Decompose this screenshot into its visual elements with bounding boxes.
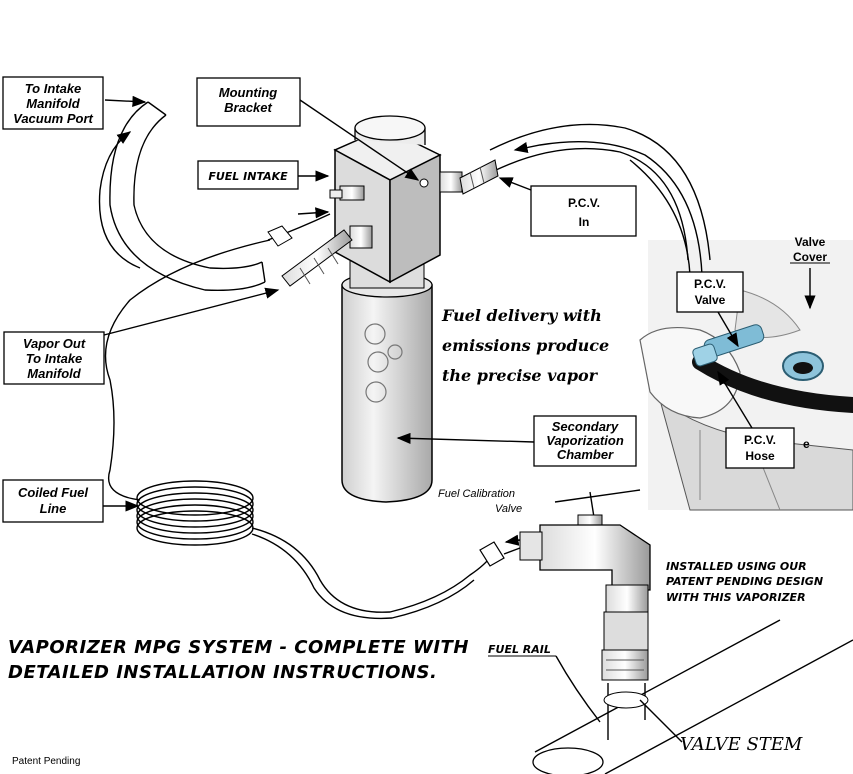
label-pcv-in: P.C.V. In	[530, 185, 637, 237]
svg-text:FUEL RAIL: FUEL RAIL	[488, 643, 551, 656]
intake-hose	[109, 101, 266, 292]
svg-text:WITH THIS VAPORIZER: WITH THIS VAPORIZER	[666, 591, 806, 604]
svg-text:Manifold: Manifold	[26, 96, 80, 111]
svg-text:Bracket: Bracket	[224, 100, 272, 115]
swirl-marks	[364, 323, 403, 403]
page-title: VAPORIZER MPG SYSTEM - COMPLETE WITH DET…	[8, 637, 469, 683]
svg-text:Fuel delivery with: Fuel delivery with	[441, 306, 602, 325]
pcv-hose-shape	[692, 354, 853, 413]
svg-text:Valve: Valve	[695, 293, 726, 307]
svg-text:Line: Line	[40, 501, 67, 516]
svg-text:Vapor Out: Vapor Out	[23, 336, 86, 351]
svg-text:Mounting: Mounting	[219, 85, 278, 100]
svg-text:Manifold: Manifold	[27, 366, 81, 381]
svg-text:Valve: Valve	[495, 503, 522, 515]
note-installed: INSTALLED USING OUR PATENT PENDING DESIG…	[666, 560, 823, 604]
svg-text:To Intake: To Intake	[26, 351, 83, 366]
svg-text:Vaporization: Vaporization	[546, 433, 624, 448]
svg-text:Hose: Hose	[745, 449, 775, 463]
svg-text:VALVE STEM: VALVE STEM	[680, 734, 803, 755]
pcv-in-fitting	[439, 159, 499, 195]
svg-text:P.C.V.: P.C.V.	[694, 277, 726, 291]
label-intake-manifold: To Intake Manifold Vacuum Port	[2, 76, 104, 130]
label-fuel-rail: FUEL RAIL	[488, 643, 556, 657]
coiled-fuel-line	[136, 480, 254, 546]
label-fuel-calibration-valve: Fuel Calibration Valve	[438, 488, 522, 515]
engine-photo	[639, 240, 853, 511]
svg-text:the precise vapor: the precise vapor	[442, 366, 599, 385]
label-mounting-bracket: Mounting Bracket	[196, 77, 301, 127]
svg-text:e: e	[803, 437, 810, 451]
label-fuel-intake: FUEL INTAKE	[197, 160, 299, 190]
svg-text:Fuel Calibration: Fuel Calibration	[438, 488, 515, 500]
svg-text:DETAILED INSTALLATION INSTRUC: DETAILED INSTALLATION INSTRUCTIONS.	[8, 662, 437, 683]
calibration-valve-assembly	[479, 489, 651, 681]
svg-text:Patent Pending: Patent Pending	[12, 756, 80, 767]
label-vapor-out: Vapor Out To Intake Manifold	[3, 331, 105, 385]
svg-text:VAPORIZER MPG SYSTEM - COMPL: VAPORIZER MPG SYSTEM - COMPLETE WITH	[8, 637, 469, 658]
label-coiled-fuel-line: Coiled Fuel Line	[2, 479, 104, 523]
svg-text:Secondary: Secondary	[552, 419, 619, 434]
label-pcv-valve: P.C.V. Valve	[676, 271, 744, 313]
svg-text:emissions produce: emissions produce	[442, 336, 609, 355]
svg-text:INSTALLED USING OUR: INSTALLED USING OUR	[666, 560, 807, 573]
svg-text:In: In	[579, 215, 590, 229]
pcv-in-hose	[489, 123, 711, 261]
svg-text:Vacuum Port: Vacuum Port	[13, 111, 93, 126]
svg-text:To Intake: To Intake	[25, 81, 82, 96]
vapor-out-fitting	[281, 225, 373, 287]
label-pcv-hose: P.C.V. Hose e	[725, 427, 810, 469]
label-valve-stem: VALVE STEM	[680, 734, 803, 755]
svg-text:PATENT PENDING DESIGN: PATENT PENDING DESIGN	[666, 575, 823, 588]
label-valve-cover: Valve Cover	[790, 235, 830, 264]
svg-text:P.C.V.: P.C.V.	[744, 433, 776, 447]
svg-text:Coiled Fuel: Coiled Fuel	[18, 485, 88, 500]
svg-text:Chamber: Chamber	[557, 447, 614, 462]
svg-text:Cover: Cover	[793, 250, 827, 264]
svg-text:Valve: Valve	[795, 235, 826, 249]
svg-text:FUEL INTAKE: FUEL INTAKE	[208, 170, 288, 183]
note-fuel-delivery: Fuel delivery with emissions produce the…	[441, 306, 609, 385]
svg-text:P.C.V.: P.C.V.	[568, 196, 600, 210]
fuel-line-nut-top	[267, 225, 293, 247]
fuel-rail-shape	[532, 619, 853, 774]
label-secondary-chamber: Secondary Vaporization Chamber	[533, 415, 637, 467]
patent-pending: Patent Pending	[12, 756, 80, 767]
